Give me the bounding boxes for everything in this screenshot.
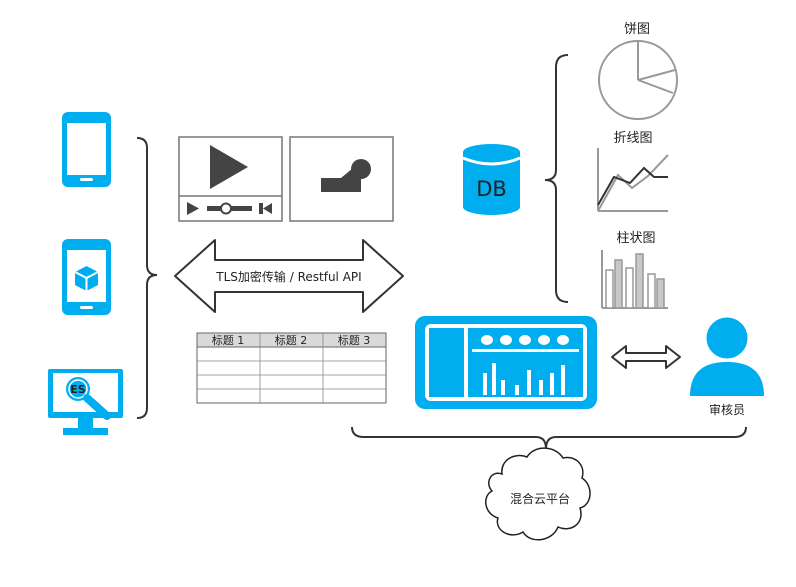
cloud-icon bbox=[485, 447, 591, 541]
es-search-monitor-icon: ES bbox=[48, 369, 123, 435]
es-label: ES bbox=[70, 383, 86, 396]
pie-chart-label: 饼图 bbox=[624, 22, 650, 37]
video-player-icon bbox=[178, 136, 283, 222]
line-chart-label: 折线图 bbox=[613, 131, 652, 146]
line-chart-icon bbox=[597, 148, 669, 212]
table-header-3: 标题 3 bbox=[338, 333, 371, 347]
dashboard-icon bbox=[415, 316, 597, 409]
table-header-2: 标题 2 bbox=[275, 333, 308, 347]
transport-double-arrow: TLS加密传输 / Restful API bbox=[174, 239, 404, 313]
smartphone-icon bbox=[62, 112, 111, 187]
reviewer-double-arrow bbox=[611, 345, 681, 369]
image-icon bbox=[289, 136, 394, 222]
data-table: 标题 1 标题 2 标题 3 bbox=[196, 332, 387, 404]
bar-chart-icon bbox=[601, 250, 668, 309]
bar-chart-label: 柱状图 bbox=[616, 231, 655, 246]
cloud-label: 混合云平台 bbox=[510, 491, 570, 506]
db-label: DB bbox=[476, 177, 507, 201]
database-icon: DB bbox=[462, 144, 521, 215]
user-icon bbox=[690, 314, 764, 396]
reviewer-label: 审核员 bbox=[709, 402, 745, 417]
left-brace bbox=[136, 137, 158, 419]
transport-label: TLS加密传输 / Restful API bbox=[215, 269, 361, 284]
charts-brace bbox=[544, 54, 569, 303]
pie-chart-icon bbox=[598, 40, 678, 120]
table-header-1: 标题 1 bbox=[212, 333, 245, 347]
bottom-brace bbox=[351, 426, 747, 450]
phone-app-cube-icon bbox=[62, 239, 111, 315]
